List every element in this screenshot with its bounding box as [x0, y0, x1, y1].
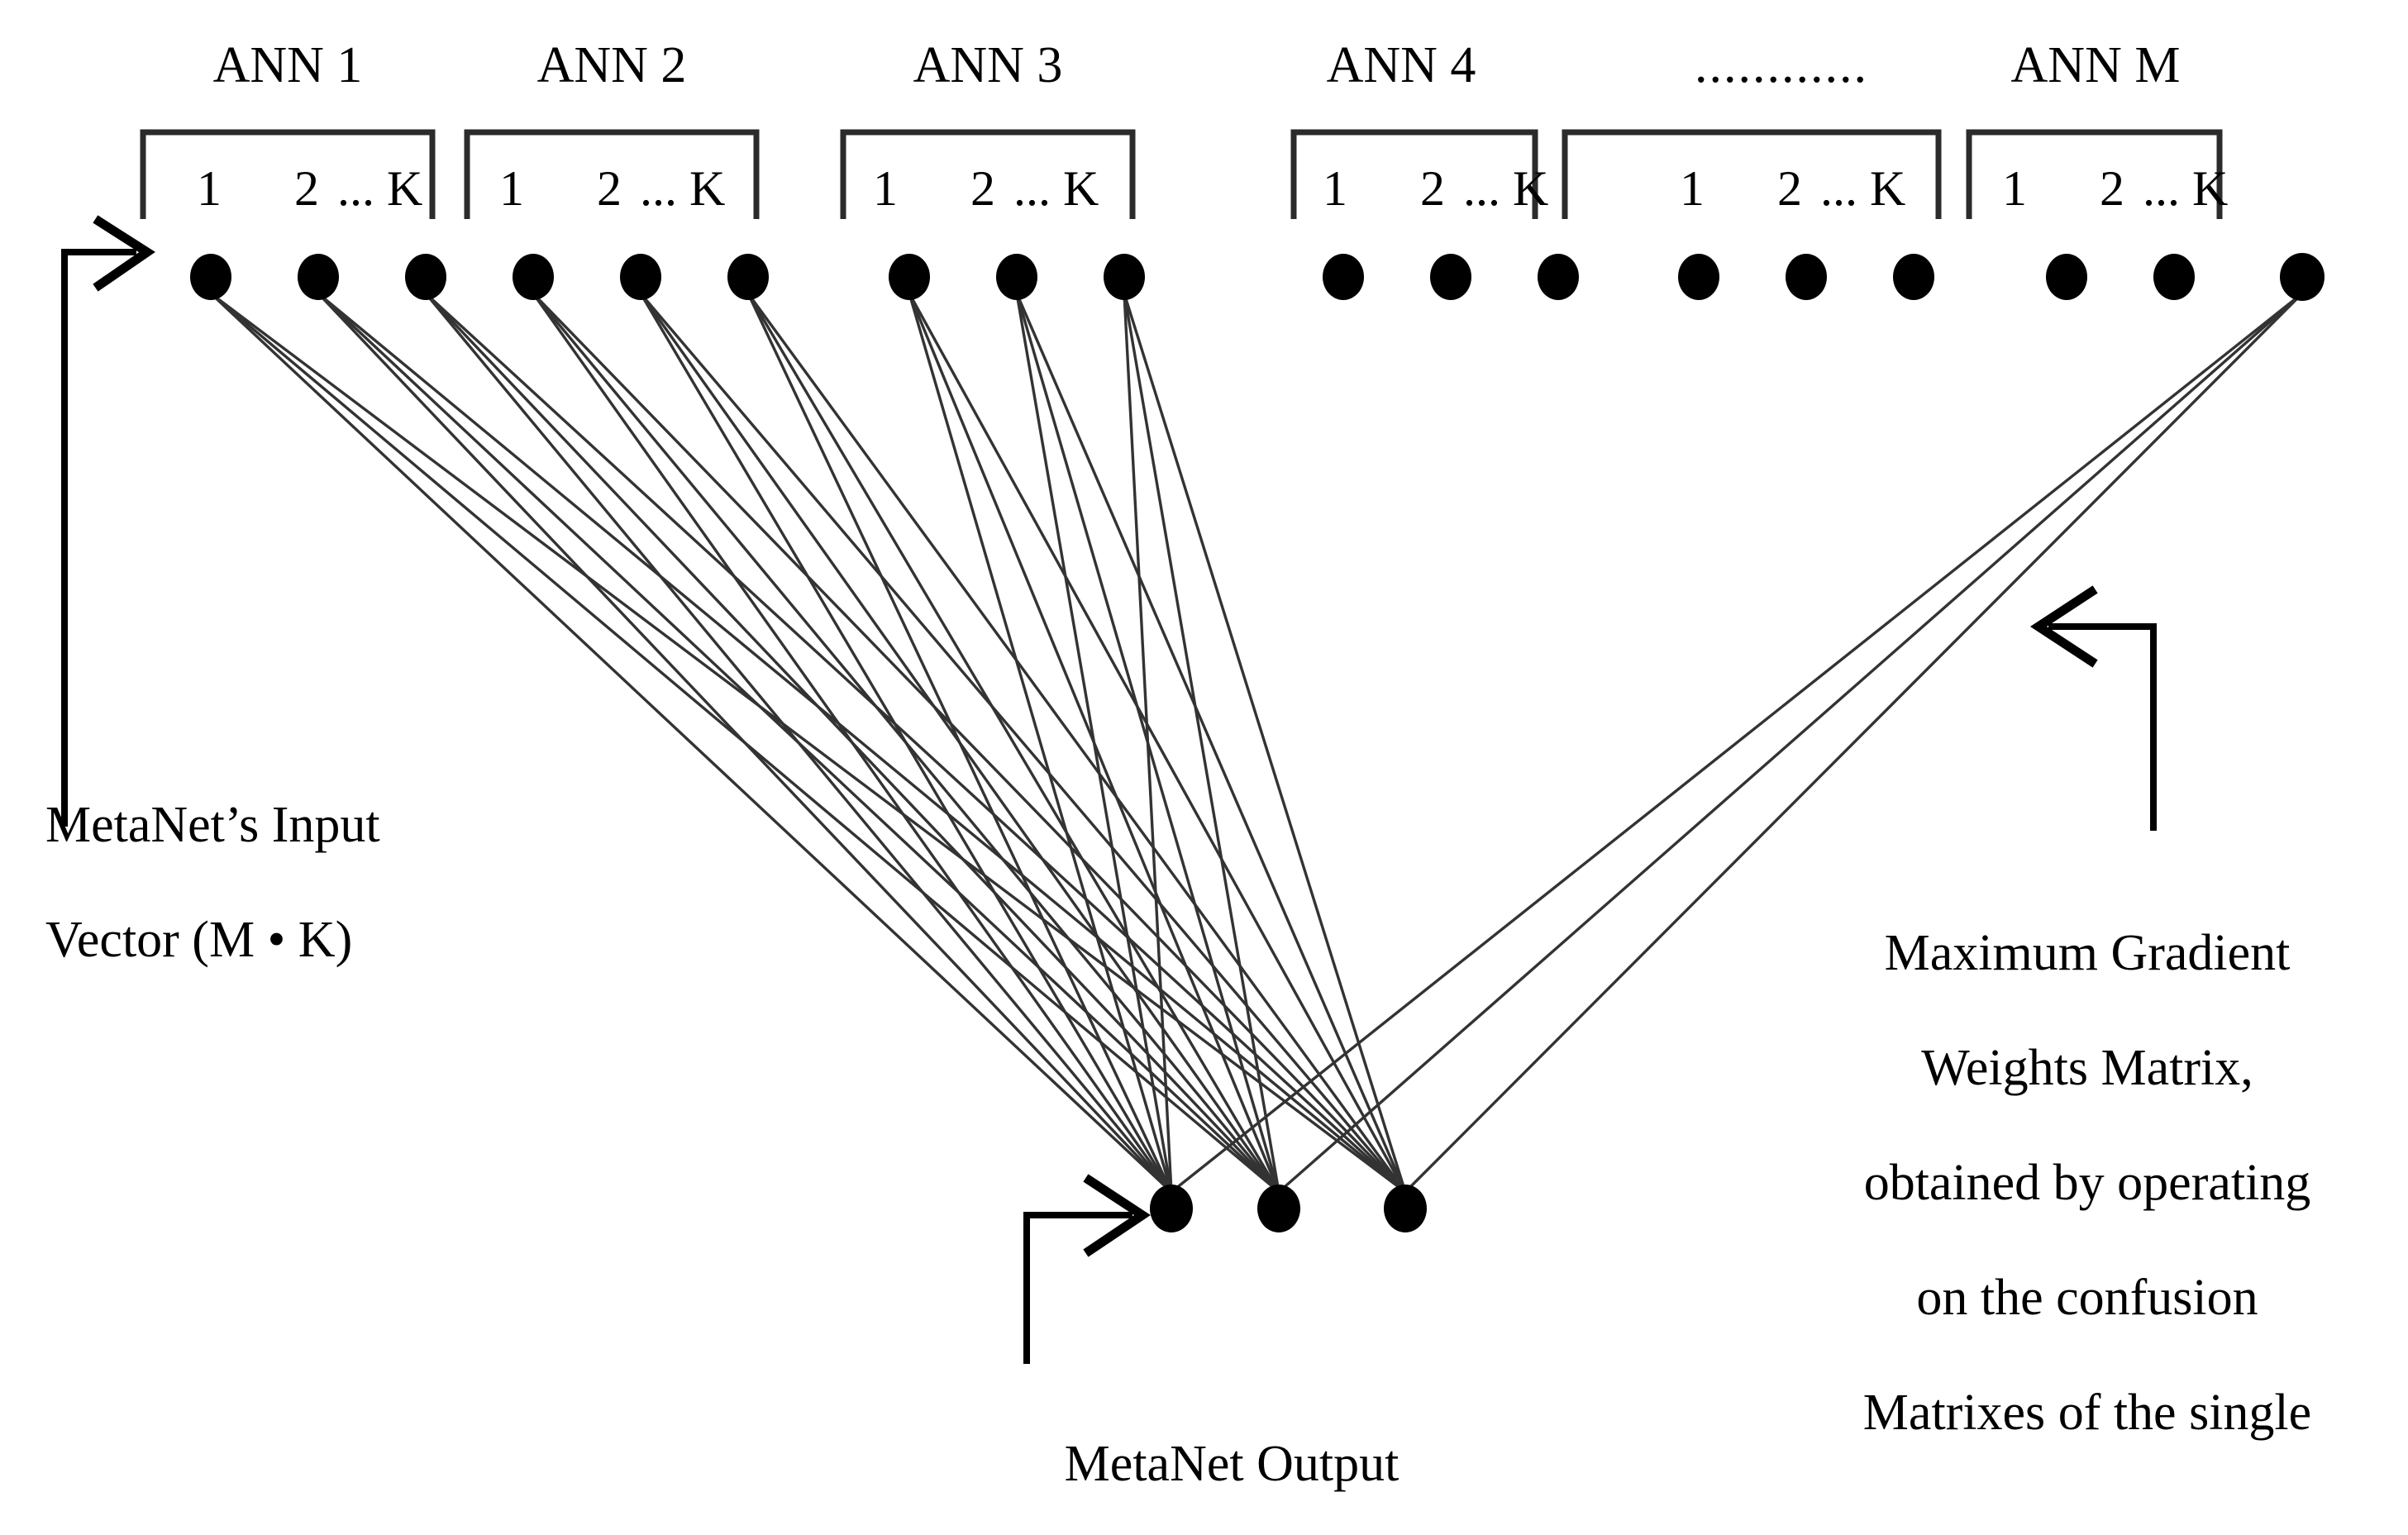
- edge: [1404, 292, 2304, 1194]
- group-title-ann-ellipsis: ............: [1695, 37, 1868, 93]
- weights-matrix-caption: Maximum Gradient Weights Matrix, obtaine…: [1781, 868, 2393, 1535]
- input-vector-caption-line-1: MetaNet’s Input: [45, 797, 380, 854]
- index-label-ann-2-ellipsis: ...: [640, 161, 677, 216]
- index-label-ann-3-ellipsis: ...: [1013, 161, 1051, 216]
- output-callout-arrow: [1023, 1174, 1151, 1364]
- edge: [639, 293, 1173, 1193]
- input-node: [190, 254, 231, 300]
- index-label-ann-1-ellipsis: ...: [337, 161, 374, 216]
- output-vector-caption-line-1: MetaNet Output: [1064, 1436, 1400, 1493]
- edge: [532, 293, 1173, 1193]
- weights-matrix-caption-line-5: Matrixes of the single: [1862, 1384, 2312, 1441]
- edge: [746, 293, 1173, 1193]
- group-title-ann-2: ANN 2: [536, 37, 687, 93]
- input-callout-arrow: [61, 215, 155, 827]
- bracket-ann-2: [464, 129, 760, 219]
- edge: [1123, 293, 1280, 1193]
- index-label-ann-ellipsis-second: 2: [1777, 161, 1802, 216]
- input-node: [1323, 254, 1364, 300]
- input-node: [405, 254, 446, 300]
- bracket-ann-3: [840, 129, 1136, 219]
- edge: [746, 293, 1280, 1193]
- index-label-ann-1-second: 2: [294, 161, 319, 216]
- input-vector-caption: MetaNet’s Input Vector (M • K): [45, 740, 558, 1027]
- input-node: [996, 254, 1037, 300]
- input-node: [2153, 254, 2195, 300]
- bracket-ann-m: [1966, 129, 2223, 219]
- input-node: [1786, 254, 1827, 300]
- weights-matrix-caption-line-2: Weights Matrix,: [1921, 1040, 2253, 1097]
- input-node: [1678, 254, 1719, 300]
- edge: [424, 292, 1407, 1194]
- input-node: [1538, 254, 1579, 300]
- weights-matrix-caption-line-6: ANN judges (K2 • M): [1781, 1499, 2393, 1535]
- index-label-ann-3-first: 1: [873, 161, 898, 216]
- index-label-ann-ellipsis-ellipsis: ...: [1820, 161, 1857, 216]
- edge: [532, 292, 1407, 1194]
- edge: [317, 292, 1173, 1194]
- input-node: [298, 254, 339, 300]
- input-node: [620, 254, 661, 300]
- index-label-ann-ellipsis-first: 1: [1680, 161, 1705, 216]
- index-label-ann-3-last: K: [1063, 161, 1099, 216]
- index-label-ann-m-ellipsis: ...: [2143, 161, 2180, 216]
- edge: [317, 292, 1407, 1194]
- weights-matrix-caption-line-1: Maximum Gradient: [1884, 925, 2291, 982]
- index-label-ann-m-second: 2: [2100, 161, 2124, 216]
- edge: [1015, 293, 1173, 1193]
- input-vector-caption-line-2: Vector (M • K): [45, 912, 353, 969]
- edge: [1015, 293, 1407, 1193]
- edge: [908, 293, 1173, 1193]
- weights-callout-arrow: [2029, 585, 2157, 831]
- edge: [1277, 292, 2304, 1194]
- index-label-ann-ellipsis-last: K: [1870, 161, 1906, 216]
- output-node: [1150, 1185, 1193, 1232]
- edge: [1123, 293, 1173, 1193]
- group-title-ann-3: ANN 3: [913, 37, 1063, 93]
- bracket-ann-4: [1290, 129, 1538, 219]
- output-node: [1257, 1185, 1300, 1232]
- input-node: [2046, 254, 2087, 300]
- weights-matrix-caption-line-3: obtained by operating: [1863, 1155, 2311, 1212]
- index-label-ann-4-second: 2: [1420, 161, 1445, 216]
- index-label-ann-4-first: 1: [1323, 161, 1347, 216]
- group-title-ann-1: ANN 1: [212, 37, 363, 93]
- edge: [209, 292, 1407, 1194]
- index-label-ann-2-second: 2: [597, 161, 622, 216]
- index-label-ann-m-first: 1: [2002, 161, 2027, 216]
- group-title-ann-m: ANN M: [2010, 37, 2181, 93]
- input-node: [1893, 254, 1934, 300]
- input-node: [727, 254, 769, 300]
- index-label-ann-1-first: 1: [197, 161, 222, 216]
- index-label-ann-4-last: K: [1513, 161, 1549, 216]
- edge: [209, 292, 1173, 1194]
- input-node: [1430, 254, 1471, 300]
- connection-edges: [209, 292, 2304, 1194]
- output-vector-caption: MetaNet Output Vector of k classes: [934, 1379, 1529, 1535]
- input-layer-nodes: [190, 253, 2325, 301]
- index-label-ann-2-first: 1: [499, 161, 524, 216]
- bracket-ann-1: [140, 129, 436, 219]
- edge: [908, 293, 1407, 1193]
- bracket-ann-ellipsis: [1562, 129, 1942, 219]
- edge: [424, 292, 1173, 1194]
- index-label-ann-1-last: K: [387, 161, 423, 216]
- input-node: [2280, 253, 2325, 301]
- index-label-ann-m-last: K: [2192, 161, 2229, 216]
- output-node: [1384, 1185, 1427, 1232]
- edge: [746, 292, 1407, 1194]
- edge: [1170, 292, 2304, 1194]
- index-label-ann-4-ellipsis: ...: [1463, 161, 1500, 216]
- edge: [639, 292, 1407, 1194]
- output-layer-nodes: [1150, 1185, 1427, 1232]
- group-title-ann-4: ANN 4: [1326, 37, 1476, 93]
- input-node: [1104, 254, 1145, 300]
- index-label-ann-2-last: K: [689, 161, 726, 216]
- weights-matrix-caption-line-4: on the confusion: [1916, 1270, 2258, 1327]
- input-node: [889, 254, 930, 300]
- input-node: [513, 254, 554, 300]
- group-brackets: [140, 129, 2223, 219]
- index-label-ann-3-second: 2: [970, 161, 995, 216]
